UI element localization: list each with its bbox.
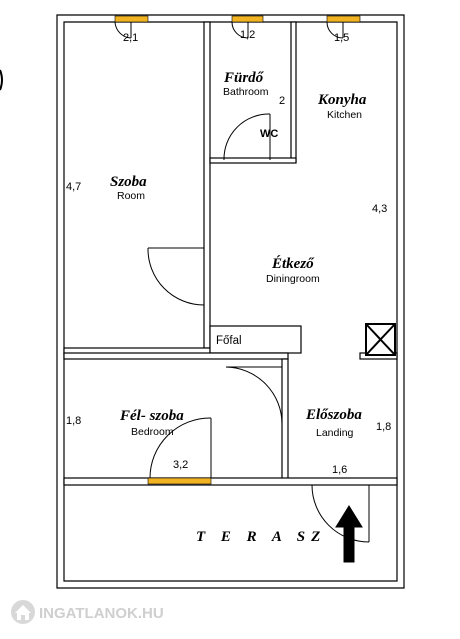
- window-furdo: [231, 15, 264, 23]
- door-furdo: [223, 113, 271, 161]
- felszoba-width: 3,2: [173, 459, 188, 471]
- door-konyha-window: [326, 21, 344, 39]
- furdo-width: 1,2: [240, 29, 255, 41]
- wall-furdo-right: [290, 21, 297, 163]
- window-szoba: [114, 15, 149, 23]
- door-furdo-window: [231, 21, 249, 39]
- etkezo-name: Étkező: [271, 255, 315, 272]
- szoba-width: 2,1: [123, 32, 138, 44]
- konyha-width: 1,5: [334, 32, 349, 44]
- watermark-text: INGATLANOK.HU: [39, 605, 164, 622]
- furdo-length: 2: [279, 95, 285, 107]
- felszoba-length: 1,8: [66, 415, 81, 427]
- etkezo-sub: Diningroom: [266, 273, 320, 285]
- konyha-sub: Kitchen: [327, 109, 362, 121]
- furdo-name: Fürdő: [223, 70, 265, 86]
- wall-felszoba-right: [281, 358, 289, 481]
- door-szoba: [147, 247, 205, 306]
- eloszoba-length: 1,8: [376, 421, 391, 433]
- door-terasz: [311, 484, 370, 543]
- etkezo-length: 4,3: [372, 203, 387, 215]
- wall-furdo-bottom: [209, 157, 297, 164]
- szoba-name: Szoba: [110, 174, 147, 190]
- felszoba-name: Fél- szoba: [119, 408, 184, 424]
- terasz-name: T E R A SZ: [196, 529, 326, 545]
- wall-fofal: [209, 325, 302, 354]
- outer-wall: [56, 14, 405, 589]
- eloszoba-width: 1,6: [332, 464, 347, 476]
- wall-terasz-top: [63, 477, 398, 486]
- entrance-arrow-icon: [335, 505, 363, 563]
- szoba-length: 4,7: [66, 181, 81, 193]
- window-felszoba: [147, 477, 212, 485]
- door-felszoba: [225, 366, 283, 425]
- wall-szoba-right: [203, 21, 211, 349]
- felszoba-sub: Bedroom: [131, 426, 174, 438]
- chimney-box: [365, 323, 396, 356]
- konyha-name: Konyha: [317, 92, 367, 108]
- furdo-wc: WC: [260, 128, 278, 140]
- fofal-label: Főfal: [216, 335, 242, 347]
- door-felszoba-window: [149, 417, 212, 479]
- furdo-sub: Bathroom: [223, 86, 269, 98]
- eloszoba-sub: Landing: [316, 427, 354, 439]
- szoba-sub: Room: [117, 190, 145, 202]
- window-konyha: [326, 15, 361, 23]
- door-szoba-window: [114, 21, 132, 39]
- eloszoba-name: Előszoba: [305, 407, 362, 423]
- wall-mid: [63, 352, 289, 360]
- watermark: INGATLANOK.HU: [11, 600, 164, 624]
- edge-mark: [0, 69, 3, 91]
